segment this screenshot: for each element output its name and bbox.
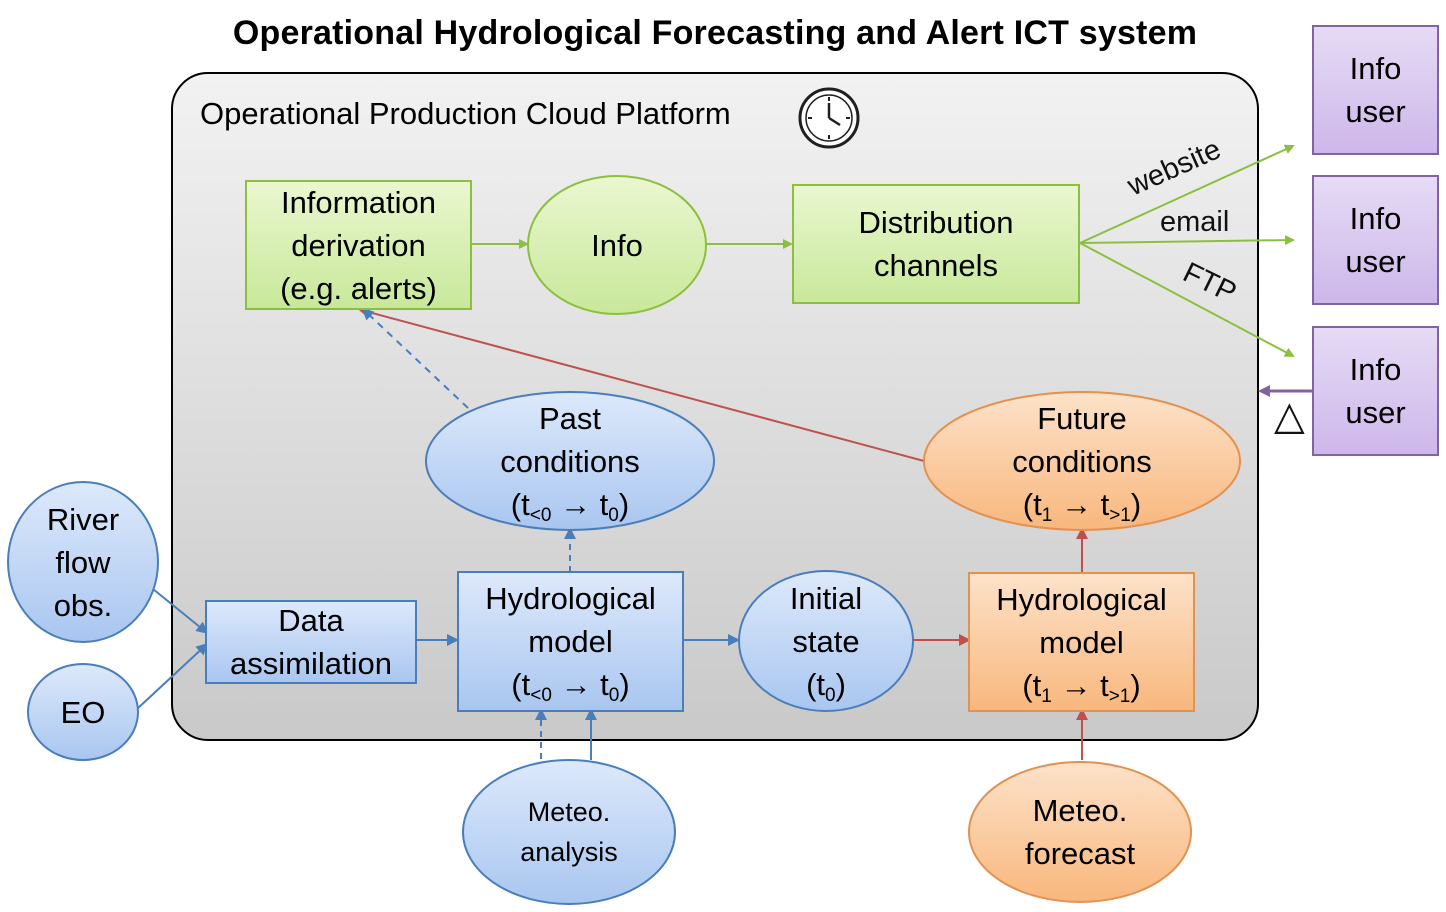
initial-state-ellipse <box>738 570 914 712</box>
info-user-box-3 <box>1312 326 1439 456</box>
future-conditions-ellipse <box>923 391 1241 531</box>
eo-ellipse <box>27 663 139 761</box>
meteo-analysis-ellipse <box>462 759 676 905</box>
platform-label: Operational Production Cloud Platform <box>200 96 731 131</box>
arrow-future-to-derivation <box>358 306 925 462</box>
arrow-channel-website <box>1079 144 1295 244</box>
clock-icon <box>798 87 860 149</box>
info-ellipse <box>527 175 707 315</box>
diagram-title: Operational Hydrological Forecasting and… <box>232 14 1198 52</box>
arrow-channel-email <box>1079 235 1295 246</box>
feedback-delta-symbol: △ <box>1274 394 1305 438</box>
past-conditions-ellipse <box>425 391 715 531</box>
info-derivation-box <box>245 180 472 310</box>
distribution-channels-box <box>792 184 1080 304</box>
info-user-box-2 <box>1312 175 1439 305</box>
hydro-model-past-box <box>457 571 684 712</box>
river-flow-ellipse <box>7 481 159 643</box>
arrow-riverflow-to-assimilation <box>152 588 209 634</box>
arrow-channel-ftp <box>1079 242 1295 357</box>
arrow-past-to-derivation <box>361 307 469 409</box>
arrow-eo-to-assimilation <box>136 642 209 710</box>
info-user-box-1 <box>1312 25 1439 155</box>
data-assimilation-box <box>205 600 417 684</box>
hydro-model-future-box <box>968 572 1195 712</box>
meteo-forecast-ellipse <box>968 761 1192 903</box>
channel-label-email: email <box>1160 206 1229 238</box>
